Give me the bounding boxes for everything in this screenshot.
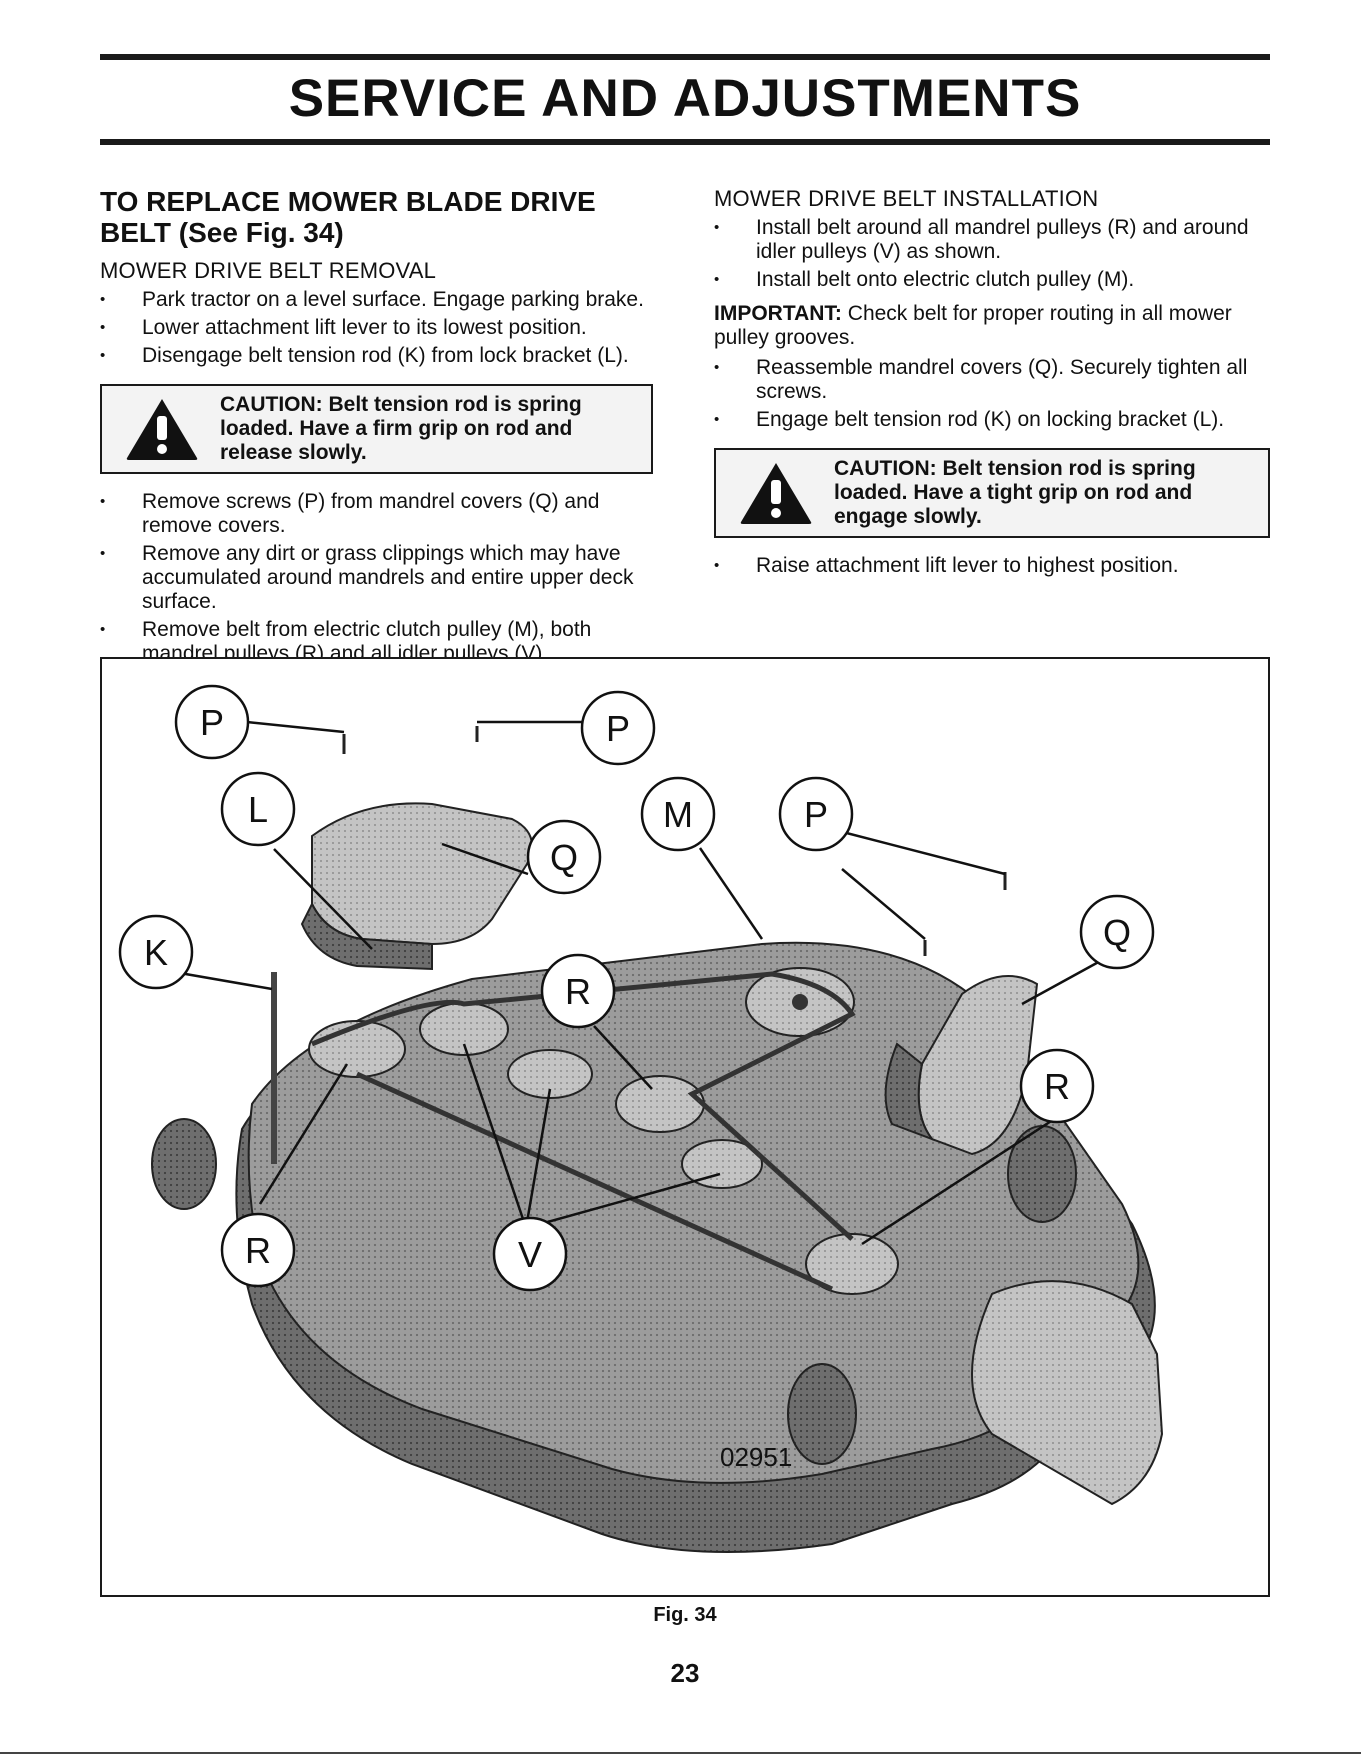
callout-label-p1: P: [200, 702, 224, 743]
idler-pulley-3: [681, 1139, 763, 1189]
rear-wheel-right: [787, 1363, 857, 1465]
important-text: Check belt for proper routing in all mow…: [714, 302, 1232, 349]
section-heading: TO REPLACE MOWER BLADE DRIVE BELT (See F…: [100, 186, 596, 248]
callout-leader-lines: [173, 720, 1105, 1246]
drive-belt: [311, 971, 856, 1292]
important-note: IMPORTANT: Check belt for proper routing…: [714, 302, 1270, 350]
front-wheel-left: [151, 1118, 217, 1210]
callout-p3: [778, 776, 854, 852]
callout-label-r3: R: [245, 1230, 271, 1271]
removal-step: Disengage belt tension rod (K) from lock…: [100, 344, 653, 368]
callout-label-m: M: [663, 794, 693, 835]
callout-l: [220, 771, 296, 847]
callout-p1: [174, 684, 250, 760]
callout-label-l: L: [248, 789, 268, 830]
idler-pulley-2: [507, 1049, 593, 1099]
install-step: Install belt around all mandrel pulleys …: [714, 216, 1270, 264]
callout-label-k: K: [144, 932, 168, 973]
callout-r1: [540, 953, 616, 1029]
callout-r3: [220, 1212, 296, 1288]
callout-label-q2: Q: [1103, 912, 1131, 953]
caution-box-right: CAUTION: Belt tension rod is spring load…: [714, 448, 1270, 538]
install-step: Reassemble mandrel covers (Q). Securely …: [714, 356, 1270, 404]
removal-step: Lower attachment lift lever to its lowes…: [100, 316, 653, 340]
left-column: TO REPLACE MOWER BLADE DRIVE BELT (See F…: [100, 186, 653, 670]
clutch-hub: [792, 994, 808, 1010]
right-column: MOWER DRIVE BELT INSTALLATION Install be…: [714, 186, 1270, 582]
page-number: 23: [670, 1658, 700, 1688]
mandrel-pulley-center: [615, 1075, 705, 1133]
install-step: Raise attachment lift lever to highest p…: [714, 554, 1270, 578]
page-title: SERVICE AND ADJUSTMENTS: [288, 69, 1082, 128]
install-step: Install belt onto electric clutch pulley…: [714, 268, 1270, 292]
removal-subheading: MOWER DRIVE BELT REMOVAL: [100, 258, 437, 283]
title-rule-top: [100, 54, 1270, 60]
part-number: 02951: [720, 1442, 792, 1472]
callout-v: [492, 1216, 568, 1292]
figure-caption: Fig. 34: [653, 1604, 717, 1626]
important-label: IMPORTANT:: [714, 302, 842, 325]
title-rule-bottom: [100, 139, 1270, 145]
install-step: Engage belt tension rod (K) on locking b…: [714, 408, 1270, 432]
mower-deck-illustration: P P L Q M P Q K R R R V 02951: [118, 684, 1164, 1553]
removal-step: Remove screws (P) from mandrel covers (Q…: [100, 490, 653, 538]
callout-label-r2: R: [1044, 1066, 1070, 1107]
callout-m: [640, 776, 716, 852]
front-wheel-right: [1007, 1125, 1077, 1223]
install-steps-final: Raise attachment lift lever to highest p…: [714, 554, 1270, 578]
install-steps-continued: Reassemble mandrel covers (Q). Securely …: [714, 356, 1270, 432]
callout-q1: [526, 819, 602, 895]
mandrel-cover-left-side: [300, 901, 433, 971]
removal-step: Park tractor on a level surface. Engage …: [100, 288, 653, 312]
caution-text: CAUTION: Belt tension rod is spring load…: [220, 393, 582, 464]
callout-p2: [580, 690, 656, 766]
mandrel-cover-right-side: [884, 1042, 936, 1142]
callout-r2: [1019, 1048, 1095, 1124]
bottom-rule: [0, 1752, 1361, 1754]
callout-k: [118, 914, 194, 990]
figure-34-mower-deck-diagram: P P L Q M P Q K R R R V 02951: [100, 657, 1270, 1597]
mandrel-pulley-left: [308, 1020, 406, 1078]
caution-box-left: CAUTION: Belt tension rod is spring load…: [100, 384, 653, 474]
removal-step: Remove any dirt or grass clippings which…: [100, 542, 653, 614]
removal-steps-continued: Remove screws (P) from mandrel covers (Q…: [100, 490, 653, 666]
callout-q2: [1079, 894, 1155, 970]
mandrel-pulley-right: [805, 1233, 899, 1295]
callout-label-p3: P: [804, 794, 828, 835]
removal-steps: Park tractor on a level surface. Engage …: [100, 288, 653, 368]
install-steps: Install belt around all mandrel pulleys …: [714, 216, 1270, 292]
warning-icon: [740, 463, 812, 524]
caution-text: CAUTION: Belt tension rod is spring load…: [834, 457, 1196, 528]
callout-label-p2: P: [606, 708, 630, 749]
warning-icon: [126, 399, 198, 460]
callout-label-v: V: [518, 1234, 542, 1275]
discharge-chute: [971, 1280, 1164, 1506]
callout-label-r1: R: [565, 971, 591, 1012]
callout-label-q1: Q: [550, 837, 578, 878]
installation-subheading: MOWER DRIVE BELT INSTALLATION: [714, 186, 1099, 211]
